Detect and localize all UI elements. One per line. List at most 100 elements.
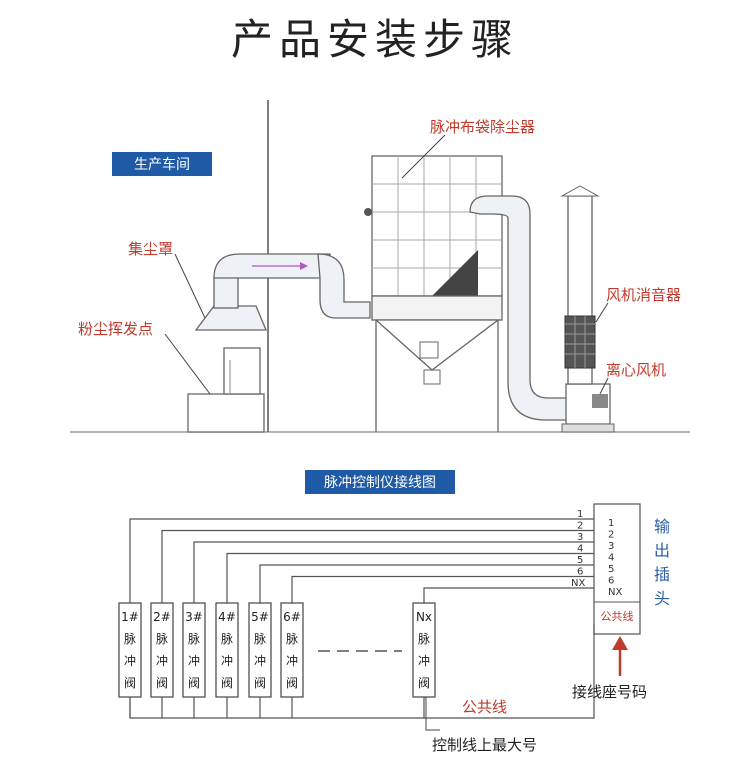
inspection-door bbox=[419, 341, 439, 359]
wire-label-2: 2 bbox=[577, 521, 583, 532]
pulse-valve-dot bbox=[364, 208, 372, 216]
valve-text: 冲 bbox=[124, 653, 136, 668]
wire-label-1: 1 bbox=[577, 509, 583, 520]
valve-text: 阀 bbox=[156, 676, 168, 690]
valve-text: 阀 bbox=[418, 676, 430, 690]
fan-base bbox=[561, 423, 615, 433]
control-wire-3 bbox=[193, 541, 594, 603]
valve-text: 脉 bbox=[124, 631, 136, 646]
plug-pin-3: 3 bbox=[608, 541, 614, 552]
collector-label: 脉冲布袋除尘器 bbox=[430, 118, 535, 136]
valve-text: 阀 bbox=[286, 676, 298, 690]
output-plug-char-4: 头 bbox=[654, 589, 670, 608]
valve-id: 6# bbox=[283, 610, 301, 624]
silencer-mesh bbox=[565, 316, 595, 368]
plug-pin-5: 5 bbox=[608, 564, 614, 575]
wire-label-5: 5 bbox=[577, 555, 583, 566]
common-wire-label: 公共线 bbox=[462, 698, 507, 716]
plug-pin-2: 2 bbox=[608, 530, 614, 541]
duct-elbow bbox=[317, 253, 371, 319]
chimney-cap bbox=[560, 185, 600, 197]
valve-text: 冲 bbox=[221, 653, 233, 668]
valve-text: 阀 bbox=[254, 676, 266, 690]
installation-diagram: 生产车间 bbox=[70, 100, 690, 433]
valve-id: Nx bbox=[416, 610, 432, 624]
fan-leader bbox=[599, 377, 609, 395]
valve-text: 冲 bbox=[286, 653, 298, 668]
valve-id: 2# bbox=[153, 610, 171, 624]
valve-text: 阀 bbox=[221, 676, 233, 690]
dust-table bbox=[187, 393, 265, 433]
wire-label-7: NX bbox=[571, 578, 585, 589]
silencer-leader bbox=[595, 302, 609, 323]
max-number-leader bbox=[425, 697, 440, 731]
outlet-duct bbox=[469, 195, 573, 421]
socket-arrow-head bbox=[612, 636, 628, 650]
plug-pin-1: 1 bbox=[608, 518, 614, 529]
dust-point-leader bbox=[164, 333, 211, 395]
dust-point-label: 粉尘挥发点 bbox=[78, 320, 153, 338]
workshop-label: 生产车间 bbox=[134, 156, 190, 173]
valve-text: 阀 bbox=[124, 676, 136, 690]
control-wire-1 bbox=[129, 518, 594, 603]
filter-bags bbox=[432, 250, 478, 296]
wiring-label-box bbox=[305, 470, 455, 494]
fan-label: 离心风机 bbox=[606, 361, 666, 379]
workshop-label-box bbox=[112, 152, 212, 176]
fan-motor bbox=[592, 394, 608, 408]
discharge-valve bbox=[423, 369, 441, 385]
socket-number-label: 接线座号码 bbox=[572, 683, 647, 701]
valve-text: 冲 bbox=[418, 653, 430, 668]
valve-text: 脉 bbox=[156, 631, 168, 646]
airflow-arrowhead bbox=[300, 262, 308, 270]
valve-text: 脉 bbox=[286, 631, 298, 646]
plug-pin-4: 4 bbox=[608, 553, 614, 564]
max-number-label: 控制线上最大号 bbox=[432, 736, 537, 754]
collector-band bbox=[371, 295, 503, 321]
control-wire-6 bbox=[291, 575, 594, 603]
page-title: 产品安装步骤 bbox=[230, 15, 519, 64]
wire-label-3: 3 bbox=[577, 532, 583, 543]
wire-label-6: 6 bbox=[577, 567, 583, 578]
hood-leader bbox=[174, 253, 206, 319]
valve-id: 1# bbox=[121, 610, 139, 624]
control-wire-5 bbox=[259, 564, 594, 603]
valve-text: 冲 bbox=[188, 653, 200, 668]
valve-id: 3# bbox=[185, 610, 203, 624]
valve-text: 冲 bbox=[254, 653, 266, 668]
plug-common-label: 公共线 bbox=[601, 609, 634, 623]
dust-machine bbox=[223, 347, 261, 395]
common-wire-drops bbox=[129, 697, 425, 718]
hood-duct bbox=[213, 275, 239, 309]
wire-label-4: 4 bbox=[577, 544, 583, 555]
valve-text: 脉 bbox=[418, 631, 430, 646]
valve-id: 4# bbox=[218, 610, 236, 624]
control-wire-2 bbox=[161, 529, 594, 603]
valve-text: 脉 bbox=[221, 631, 233, 646]
wiring-label: 脉冲控制仪接线图 bbox=[324, 474, 436, 491]
hood-label: 集尘罩 bbox=[128, 240, 173, 258]
control-wire-4 bbox=[226, 552, 594, 603]
collector-body bbox=[371, 155, 503, 297]
control-wire-7 bbox=[423, 587, 594, 603]
output-plug-char-2: 出 bbox=[654, 541, 670, 560]
silencer bbox=[564, 315, 596, 369]
silencer-label: 风机消音器 bbox=[606, 286, 681, 304]
output-plug-char-1: 输 bbox=[654, 517, 670, 536]
plug-pin-6: 6 bbox=[608, 576, 614, 587]
output-plug-char-3: 插 bbox=[654, 565, 670, 584]
valve-text: 阀 bbox=[188, 676, 200, 690]
valve-id: 5# bbox=[251, 610, 269, 624]
collector-leader bbox=[401, 134, 446, 179]
plug-pin-7: NX bbox=[608, 587, 622, 598]
valve-text: 脉 bbox=[188, 631, 200, 646]
valve-text: 冲 bbox=[156, 653, 168, 668]
valve-text: 脉 bbox=[254, 631, 266, 646]
output-plug bbox=[593, 503, 641, 635]
dust-hood bbox=[194, 305, 267, 331]
